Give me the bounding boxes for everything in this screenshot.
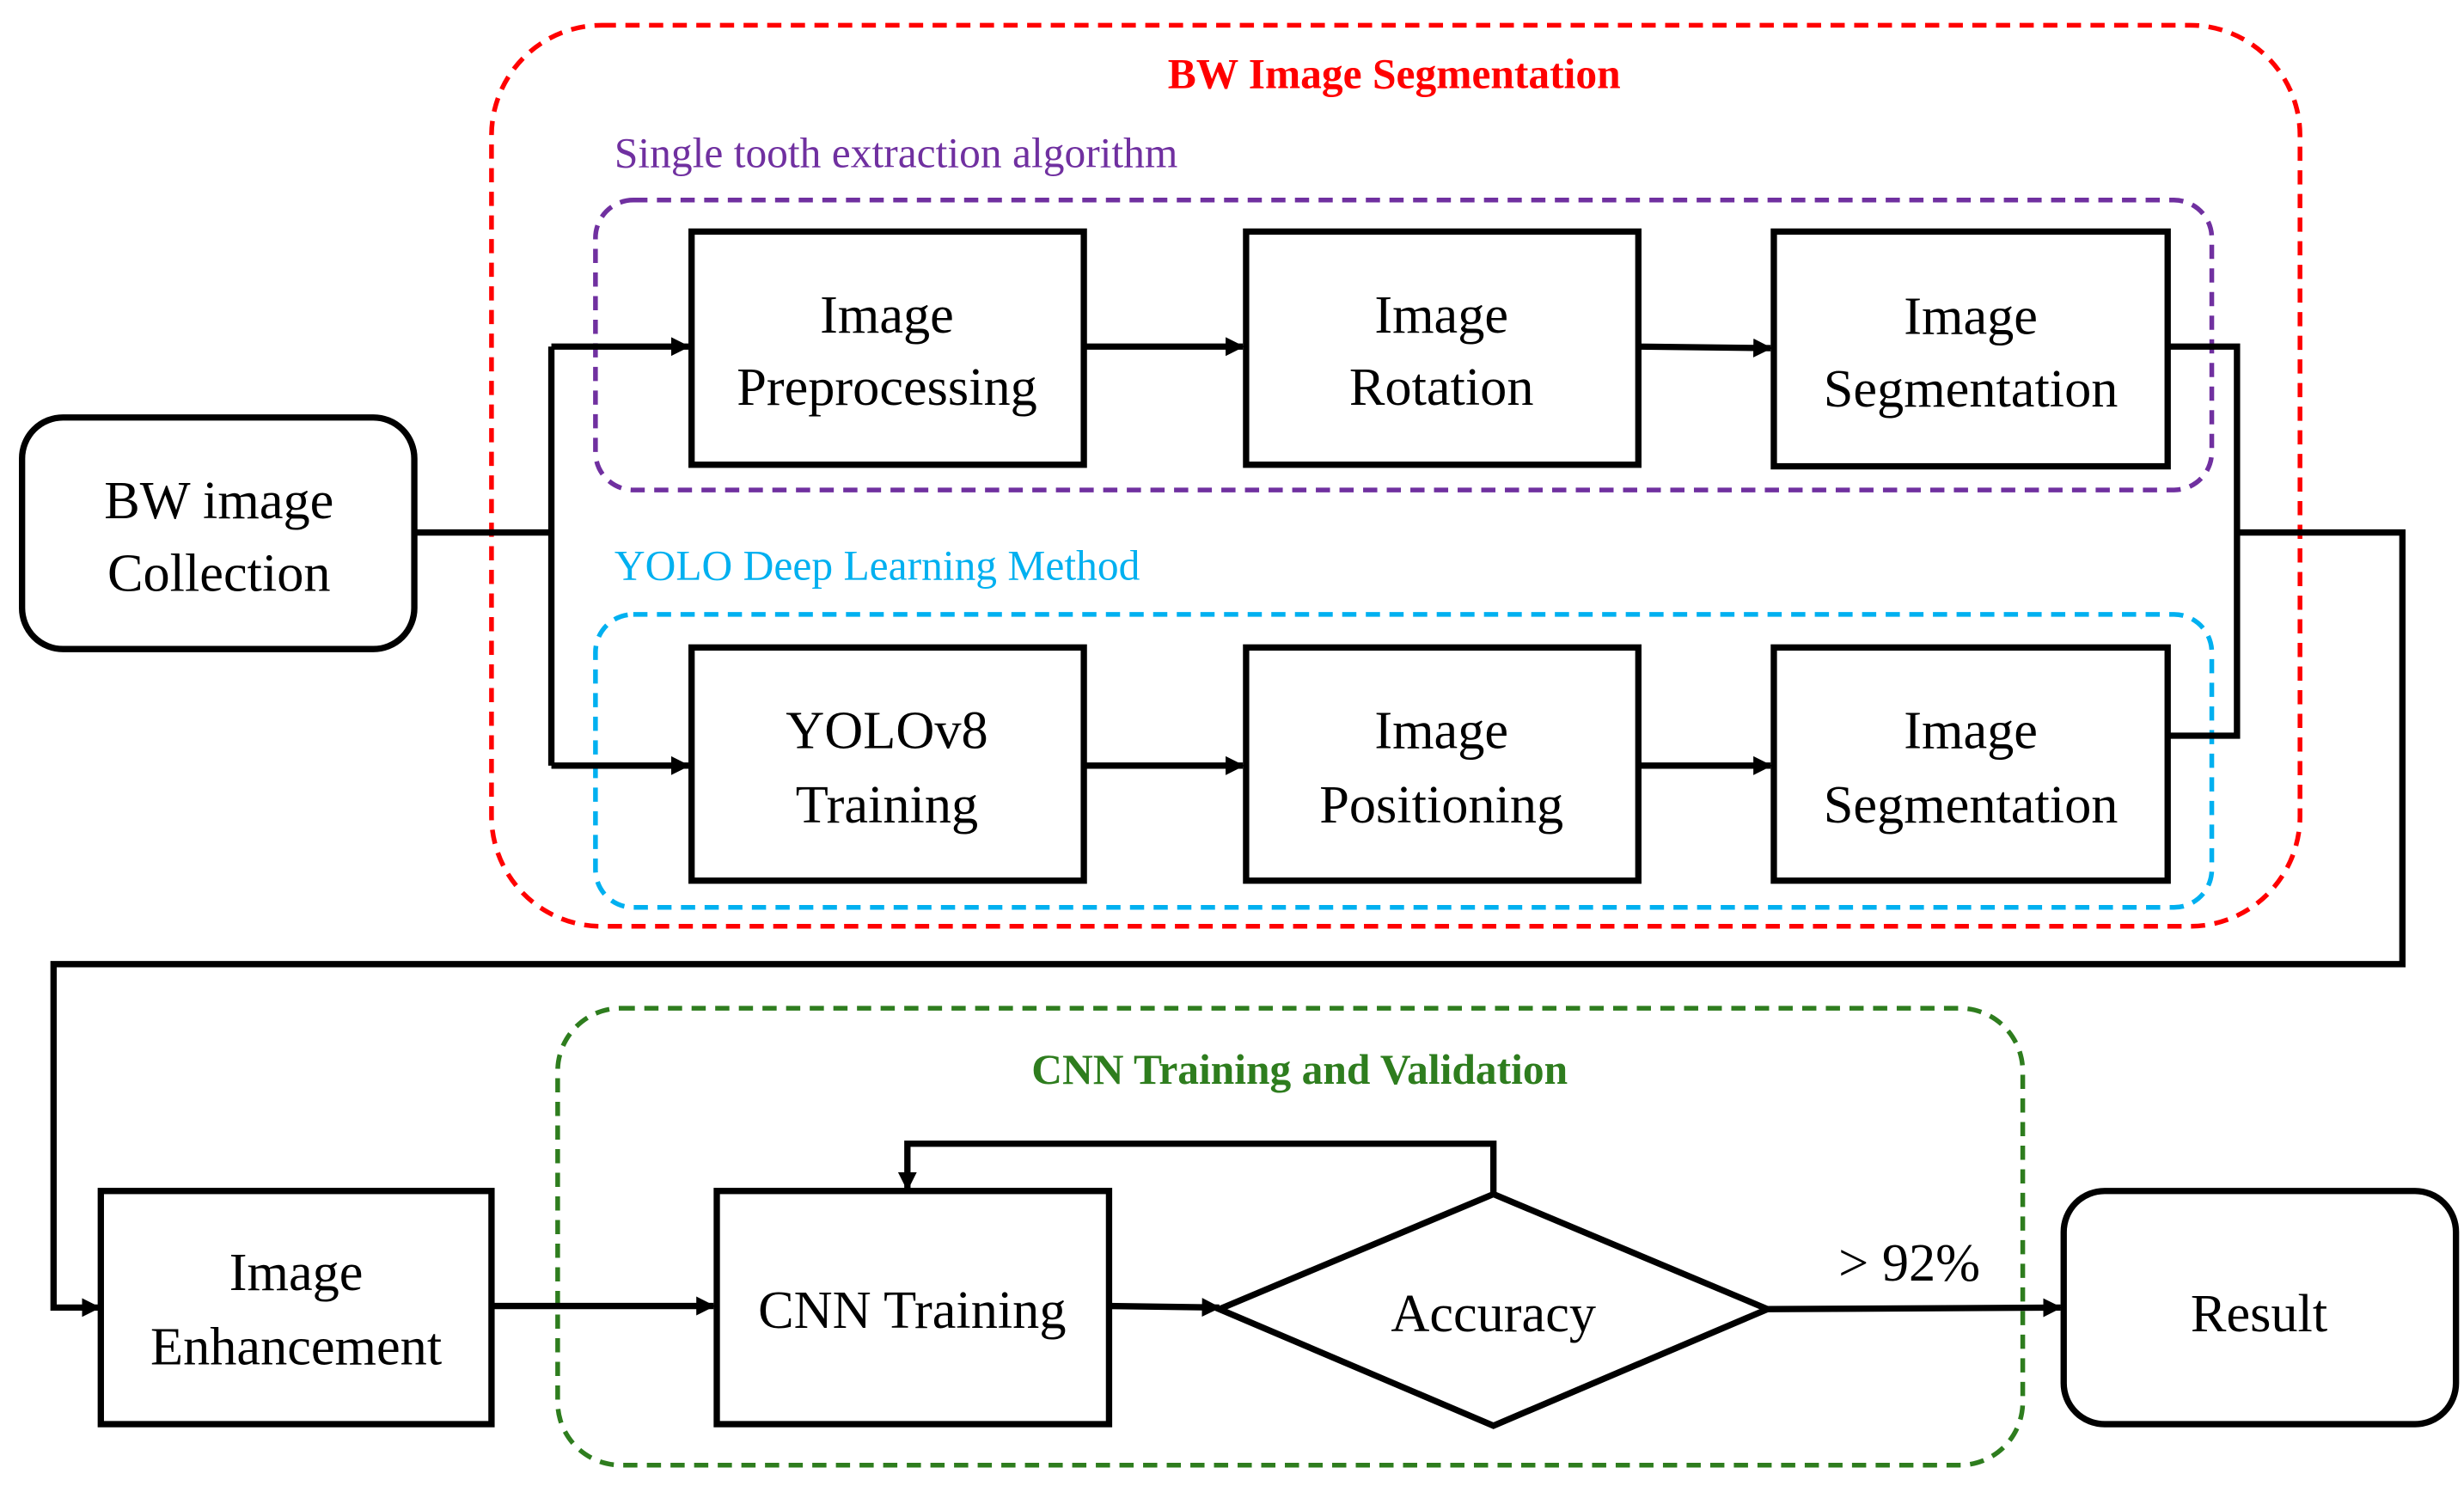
node-enhancement-line1: Image bbox=[229, 1243, 364, 1302]
node-preprocessing bbox=[688, 228, 1087, 468]
edge-accuracy-feedback bbox=[897, 1140, 1497, 1195]
node-rotation bbox=[1243, 228, 1642, 468]
node-preprocessing-line2: Preprocessing bbox=[737, 358, 1037, 417]
edge-accuracy-threshold-label: > 92% bbox=[1838, 1233, 1980, 1293]
node-positioning-line1: Image bbox=[1374, 701, 1508, 761]
node-bw-collection-line1: BW image bbox=[104, 471, 333, 530]
node-yolo-training-line1: YOLOv8 bbox=[786, 701, 987, 761]
group-yolo-frame bbox=[593, 612, 2215, 910]
node-segmentation-bottom-line1: Image bbox=[1904, 701, 2038, 761]
node-rotation-line2: Rotation bbox=[1349, 358, 1534, 417]
node-enhancement-line2: Enhancement bbox=[150, 1317, 442, 1376]
node-bw-collection-line2: Collection bbox=[107, 543, 331, 602]
node-positioning-line2: Positioning bbox=[1319, 775, 1563, 835]
node-segmentation-top-line2: Segmentation bbox=[1824, 359, 2119, 419]
edge-cnn-to-accuracy bbox=[1109, 1298, 1221, 1318]
node-result-label: Result bbox=[2191, 1284, 2327, 1343]
node-segmentation-top bbox=[1770, 228, 2171, 470]
node-segmentation-bottom-line2: Segmentation bbox=[1824, 775, 2119, 835]
node-enhancement bbox=[97, 1188, 495, 1428]
edge-accuracy-to-result bbox=[1767, 1298, 2063, 1318]
node-result bbox=[2060, 1188, 2460, 1428]
node-rotation-line1: Image bbox=[1374, 285, 1508, 345]
edge-segmentation-merge bbox=[2167, 343, 2241, 739]
group-segmentation-frame bbox=[489, 22, 2302, 929]
group-yolo-title: YOLO Deep Learning Method bbox=[614, 542, 1140, 590]
node-cnn-training bbox=[713, 1188, 1113, 1428]
group-cnn-frame bbox=[555, 1006, 2026, 1468]
edge-rotation-to-segmentation bbox=[1638, 338, 1773, 358]
node-positioning bbox=[1243, 644, 1642, 884]
group-segmentation-title: BW Image Segmentation bbox=[1168, 51, 1621, 98]
node-yolo-training bbox=[688, 644, 1087, 884]
node-accuracy-label: Accuracy bbox=[1391, 1284, 1596, 1343]
node-segmentation-bottom bbox=[1770, 644, 2171, 884]
node-bw-collection bbox=[18, 414, 418, 652]
edge-merge-to-enhancement bbox=[50, 529, 2406, 1318]
group-cnn-title: CNN Training and Validation bbox=[1031, 1046, 1568, 1093]
node-cnn-training-label: CNN Training bbox=[758, 1281, 1066, 1340]
node-accuracy-decision bbox=[1211, 1190, 1776, 1429]
node-yolo-training-line2: Training bbox=[796, 775, 978, 835]
node-segmentation-top-line1: Image bbox=[1904, 287, 2038, 346]
node-preprocessing-line1: Image bbox=[820, 285, 954, 345]
group-single-tooth-title: Single tooth extraction algorithm bbox=[614, 129, 1178, 176]
